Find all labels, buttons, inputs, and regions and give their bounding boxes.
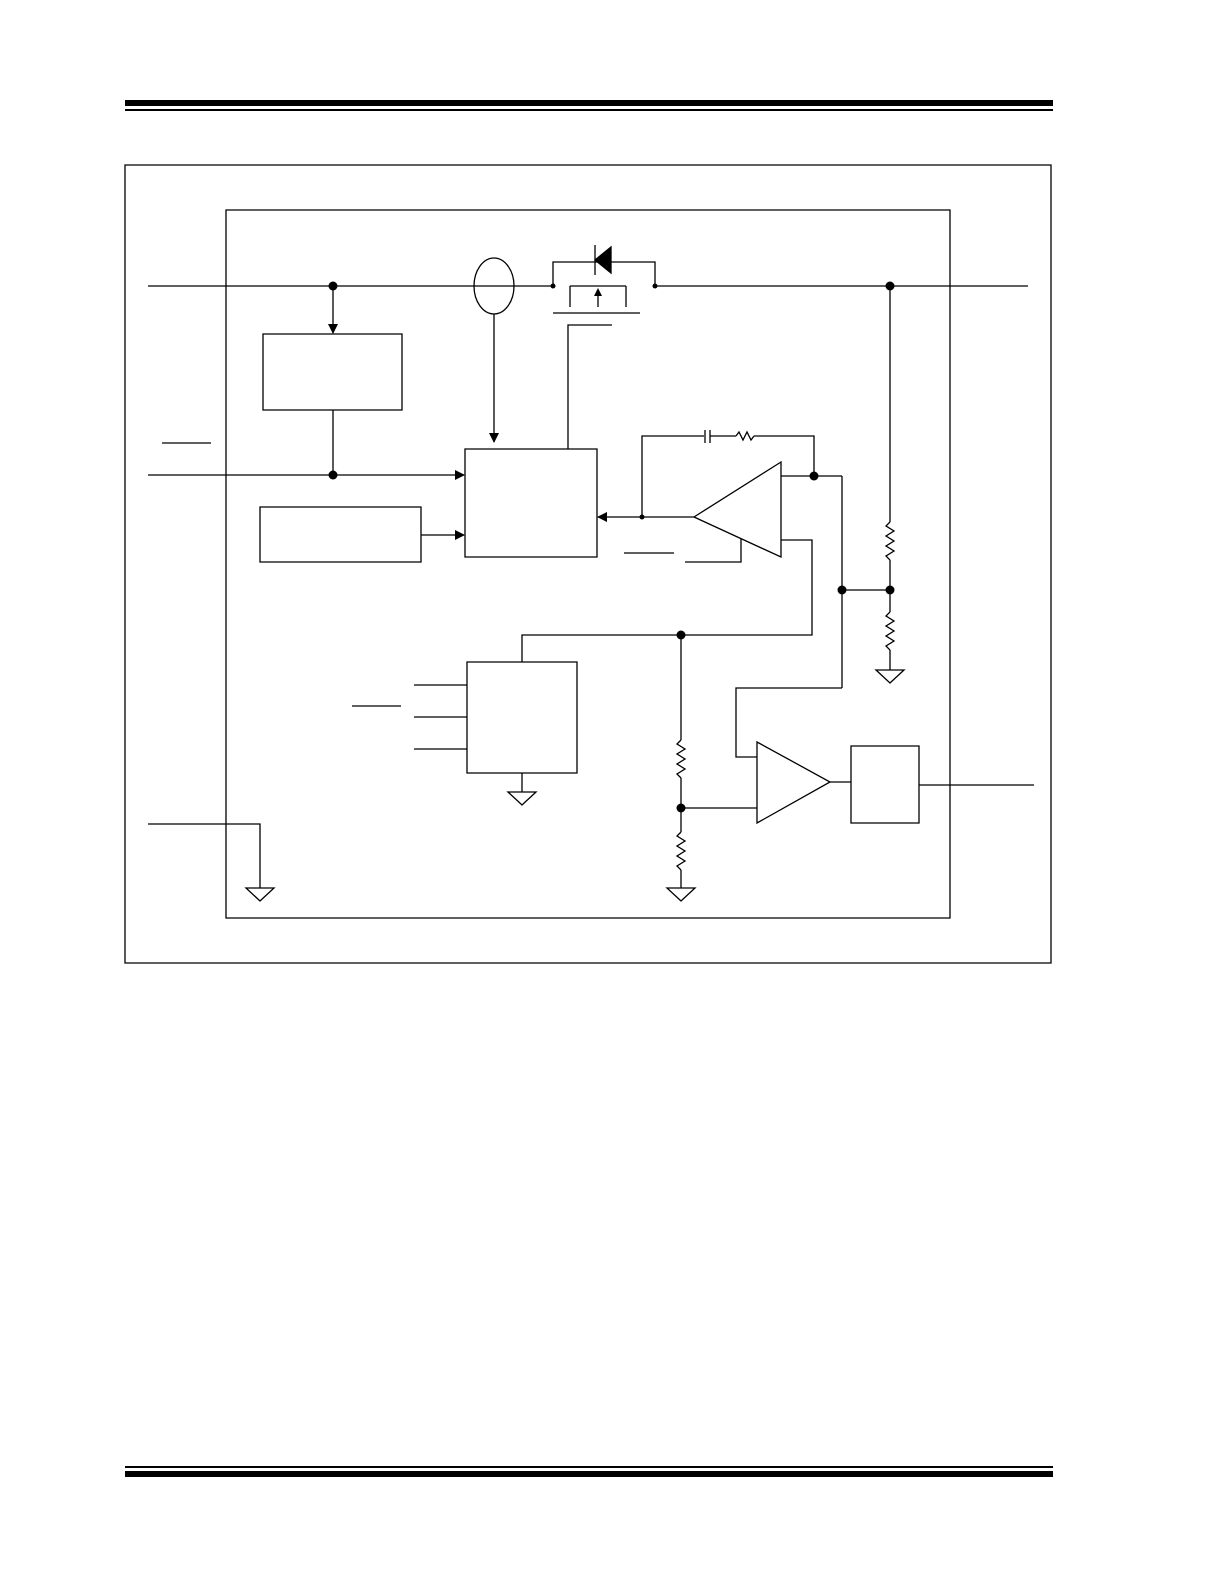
control-logic-block	[465, 449, 597, 557]
amplifier-icon	[757, 742, 830, 823]
compensation-left-wire	[642, 436, 704, 517]
ground-icon	[876, 670, 904, 683]
lower-left-block	[260, 507, 421, 562]
junction-dots	[328, 281, 895, 813]
device-boundary	[226, 210, 950, 918]
junction-dot-icon	[837, 585, 847, 595]
reference-block	[467, 662, 577, 773]
ground-pin-wire	[148, 824, 260, 888]
ground-icon	[508, 792, 536, 805]
mosfet-icon	[553, 262, 655, 313]
junction-dot-icon	[652, 283, 658, 289]
output-stage-block	[851, 746, 919, 823]
comparator-sense-input-wire	[736, 688, 842, 757]
junction-dot-icon	[639, 514, 645, 520]
junction-dot-icon	[885, 281, 895, 291]
resistor-icon	[677, 740, 685, 778]
amp-bias-wire	[685, 539, 741, 562]
capacitor-icon	[705, 430, 710, 443]
resistor-icon	[886, 522, 894, 560]
resistor-icon	[677, 832, 685, 870]
top-left-block	[263, 334, 402, 410]
junction-dot-icon	[328, 470, 338, 480]
junction-dot-icon	[328, 281, 338, 291]
junction-dot-icon	[550, 283, 556, 289]
compensation-right-wire	[754, 436, 814, 476]
header-rule-thin	[125, 109, 1053, 111]
resistor-icon	[886, 612, 894, 650]
ground-icon	[667, 888, 695, 901]
junction-dot-icon	[885, 585, 895, 595]
diode-icon	[595, 245, 611, 275]
junction-dot-icon	[676, 630, 686, 640]
junction-dot-icon	[809, 471, 819, 481]
amp-reference-input-wire	[522, 540, 812, 662]
junction-dot-icon	[676, 803, 686, 813]
ground-icon	[246, 888, 274, 901]
footer-rule-thick	[125, 1471, 1053, 1477]
resistor-icon	[736, 432, 754, 440]
amplifier-icon	[694, 462, 781, 557]
outer-figure-frame	[125, 165, 1051, 963]
header-rule-thick	[125, 100, 1053, 106]
footer-rule-thin	[125, 1466, 1053, 1468]
gate-drive-wire	[568, 325, 612, 449]
